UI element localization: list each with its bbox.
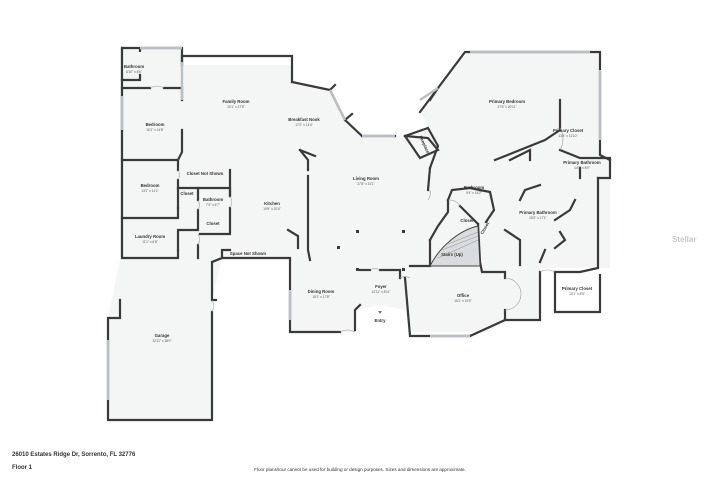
- room-dims: 16'1" x 14'8": [146, 128, 163, 132]
- room-name: Living Room: [353, 176, 379, 181]
- room-name: Family Room: [223, 99, 250, 104]
- room-dims: 15'1" x 17'8": [312, 295, 329, 299]
- doors: [149, 85, 564, 333]
- room-name: Bathroom: [124, 64, 144, 69]
- floor-label: Floor 1: [12, 465, 33, 471]
- room-name: Bedroom: [146, 122, 165, 127]
- room-name: Closet Not Shown: [187, 171, 224, 176]
- room-name: Closet: [206, 221, 220, 226]
- room-name: Space Not Shown: [230, 251, 267, 256]
- windows: [106, 46, 602, 400]
- watermark-logo: Stellar: [672, 235, 697, 244]
- room-dims: 6'10" x 8'6": [126, 70, 142, 74]
- columns: [337, 230, 405, 271]
- walls: [106, 46, 612, 422]
- room-name: Primary Bedroom: [489, 99, 525, 104]
- room-name: Laundry Room: [135, 234, 165, 239]
- room-name: Stairs (Up): [441, 252, 463, 257]
- room-dims: 22'11" x 38'0": [152, 339, 171, 343]
- room-dims: 9'4" x 14'2": [466, 191, 482, 195]
- room-name: Primary Bathroom: [563, 160, 601, 165]
- disclaimer-text: Floor plans/tour cannot be used for buil…: [254, 467, 466, 472]
- stairs: [429, 225, 481, 267]
- room-dims: 20'1" x 27'8": [227, 105, 244, 109]
- room-dims: 13'1" x 11'1": [141, 189, 158, 193]
- room-name: Closet: [460, 218, 474, 223]
- room-dims: 14'3" x 8'9": [574, 166, 590, 170]
- room-name: Bathroom: [464, 185, 484, 190]
- room-dims: 17'2" x 14'4": [295, 123, 312, 127]
- room-name: Bathroom: [203, 197, 223, 202]
- room-name: Primary Bathroom: [519, 210, 557, 215]
- room-dims: 19'5" x 20'4": [263, 207, 280, 211]
- room-name: Office: [457, 293, 470, 298]
- room-dims: 27'6" x 20'11": [497, 105, 516, 109]
- floor-area: [108, 48, 610, 420]
- room-labels: Bathroom 6'10" x 8'6" Bedroom 16'1" x 14…: [124, 64, 601, 343]
- room-name: Garage: [155, 333, 170, 338]
- room-dims: 12'11" x 8'11": [372, 290, 391, 294]
- room-name: Dining Room: [308, 289, 335, 294]
- room-name: Entry: [375, 318, 387, 323]
- room-dims: 16'1" x 15'0": [454, 299, 471, 303]
- room-name: Closet: [180, 191, 194, 196]
- room-dims: 13'4" x 11'10": [558, 134, 577, 138]
- room-dims: 11'1" x 6'8": [142, 240, 157, 244]
- room-name: Foyer: [375, 284, 387, 289]
- property-address: 26010 Estates Ridge Dr, Sorrento, FL 327…: [12, 452, 136, 458]
- entry-arrow-icon: [378, 311, 382, 314]
- room-dims: 27'8" x 31'1": [357, 182, 374, 186]
- room-dims: 25'2" x 17'1": [529, 216, 546, 220]
- room-name: Closet: [479, 221, 490, 235]
- room-name: Kitchen: [264, 201, 280, 206]
- room-name: Bedroom: [141, 183, 160, 188]
- room-dims: 7'4" x 5'7": [206, 203, 220, 207]
- room-name: Primary Closet: [562, 286, 593, 291]
- room-name: Primary Closet: [553, 128, 584, 133]
- room-dims: 10'1" x 8'5": [569, 292, 585, 296]
- room-name: Breakfast Nook: [288, 117, 320, 122]
